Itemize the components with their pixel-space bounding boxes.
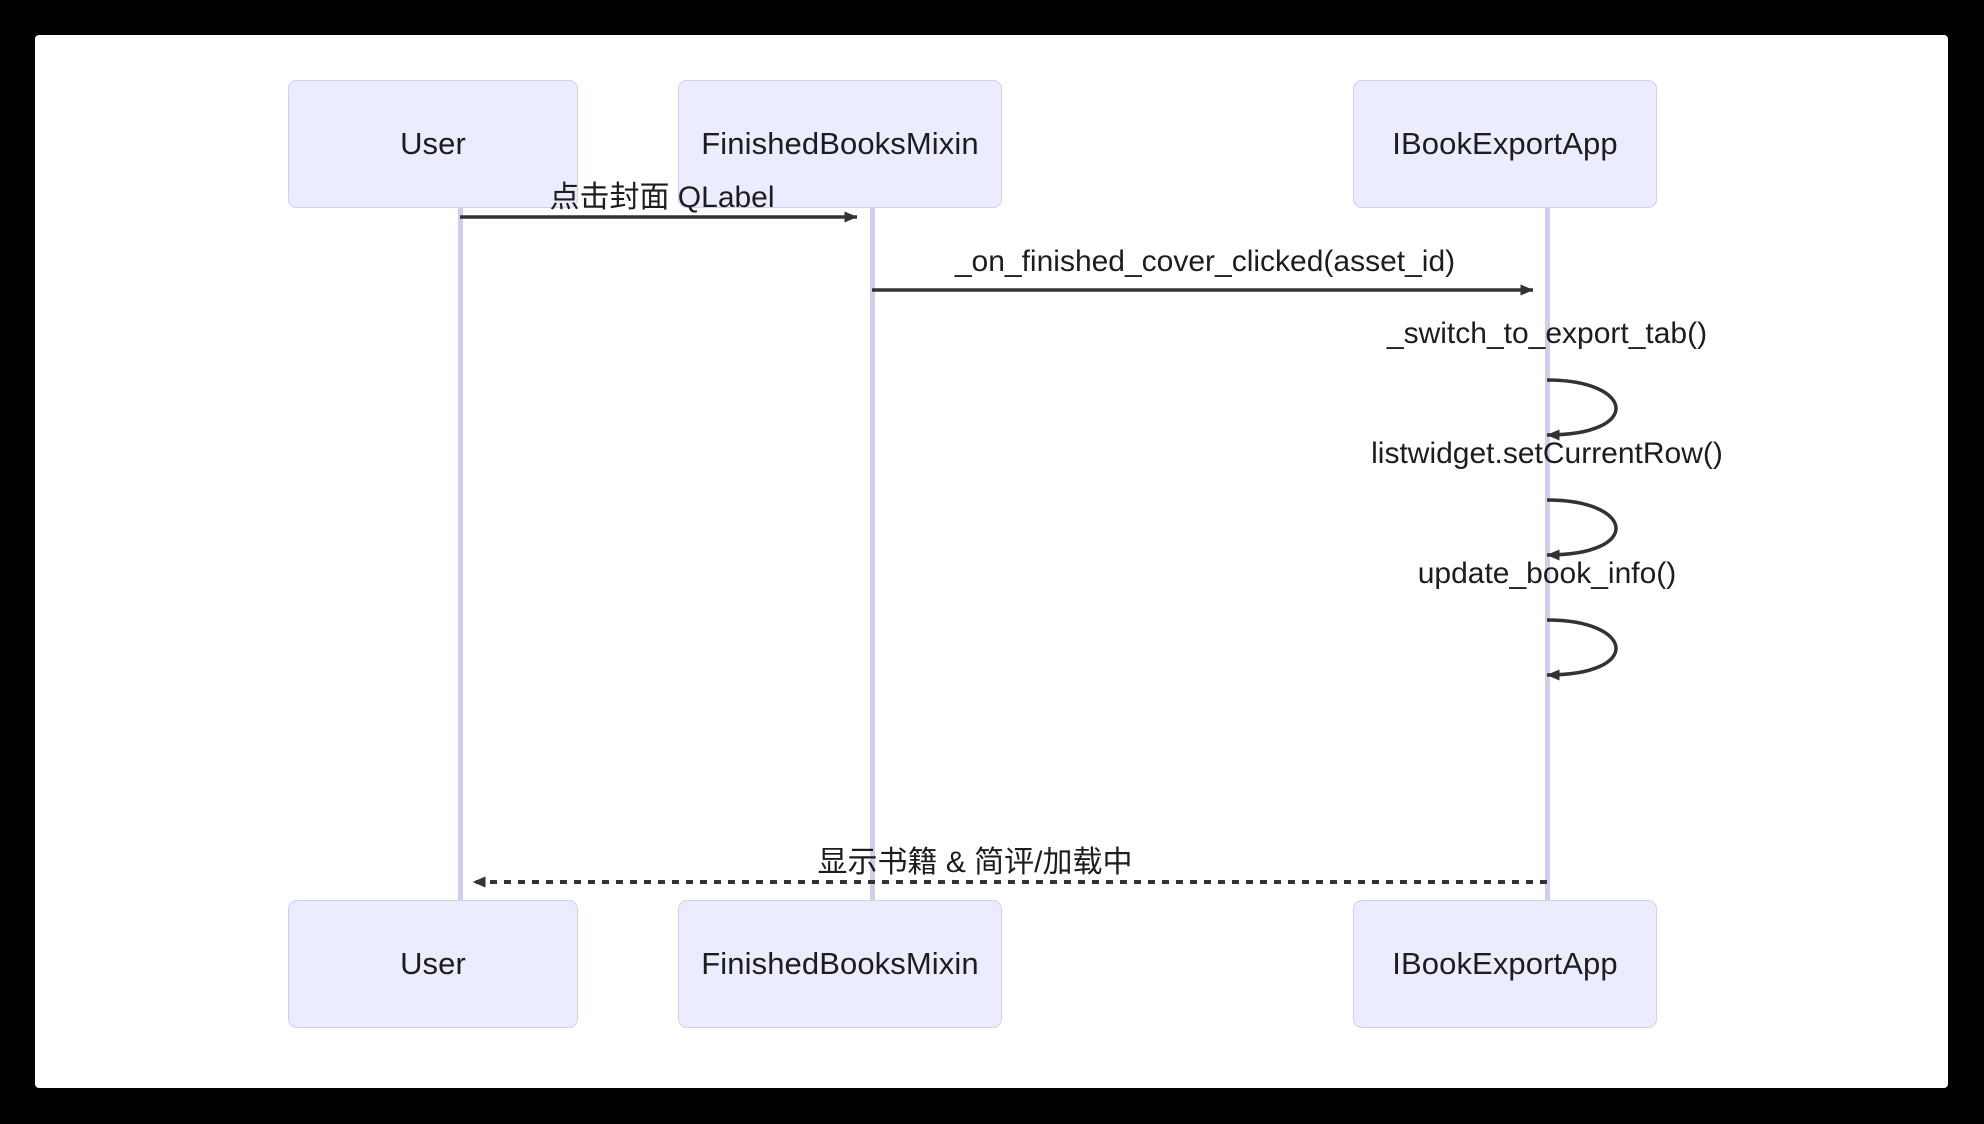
participant-label-user-top: User — [400, 126, 466, 161]
message-label-3: _switch_to_export_tab() — [1386, 317, 1708, 350]
message-label-2: _on_finished_cover_clicked(asset_id) — [954, 245, 1456, 278]
lifeline-finished-books-mixin — [870, 172, 875, 1000]
sequence-diagram: User (dotted return) --> User FinishedBo… — [35, 35, 1948, 1088]
participant-box-user-top[interactable]: User — [288, 80, 578, 208]
participant-box-finished-books-mixin-bottom[interactable]: FinishedBooksMixin — [678, 900, 1002, 1028]
participant-label-finished-books-mixin-top: FinishedBooksMixin — [701, 126, 979, 161]
self-loop-arrow-4 — [1546, 498, 1618, 561]
participant-label-user-bottom: User — [400, 946, 466, 981]
self-loop-arrow-5 — [1546, 618, 1618, 681]
participant-box-finished-books-mixin-top[interactable]: FinishedBooksMixin — [678, 80, 1002, 208]
participant-label-ibook-export-app-bottom: IBookExportApp — [1392, 946, 1618, 981]
participant-box-user-bottom[interactable]: User — [288, 900, 578, 1028]
diagram-canvas: User (dotted return) --> User FinishedBo… — [35, 35, 1948, 1088]
participant-label-finished-books-mixin-bottom: FinishedBooksMixin — [701, 946, 979, 981]
message-label-4: listwidget.setCurrentRow() — [1371, 437, 1723, 470]
message-label-5: update_book_info() — [1417, 557, 1677, 590]
participant-box-ibook-export-app-bottom[interactable]: IBookExportApp — [1353, 900, 1657, 1028]
participant-label-ibook-export-app-top: IBookExportApp — [1392, 126, 1618, 161]
message-label-1: 点击封面 QLabel — [549, 181, 775, 214]
message-label-6: 显示书籍 & 简评/加载中 — [817, 846, 1133, 879]
lifeline-user — [458, 172, 463, 1000]
self-loop-arrow-3 — [1546, 378, 1618, 441]
participant-box-ibook-export-app-top[interactable]: IBookExportApp — [1353, 80, 1657, 208]
lifeline-ibook-export-app — [1545, 172, 1550, 1000]
